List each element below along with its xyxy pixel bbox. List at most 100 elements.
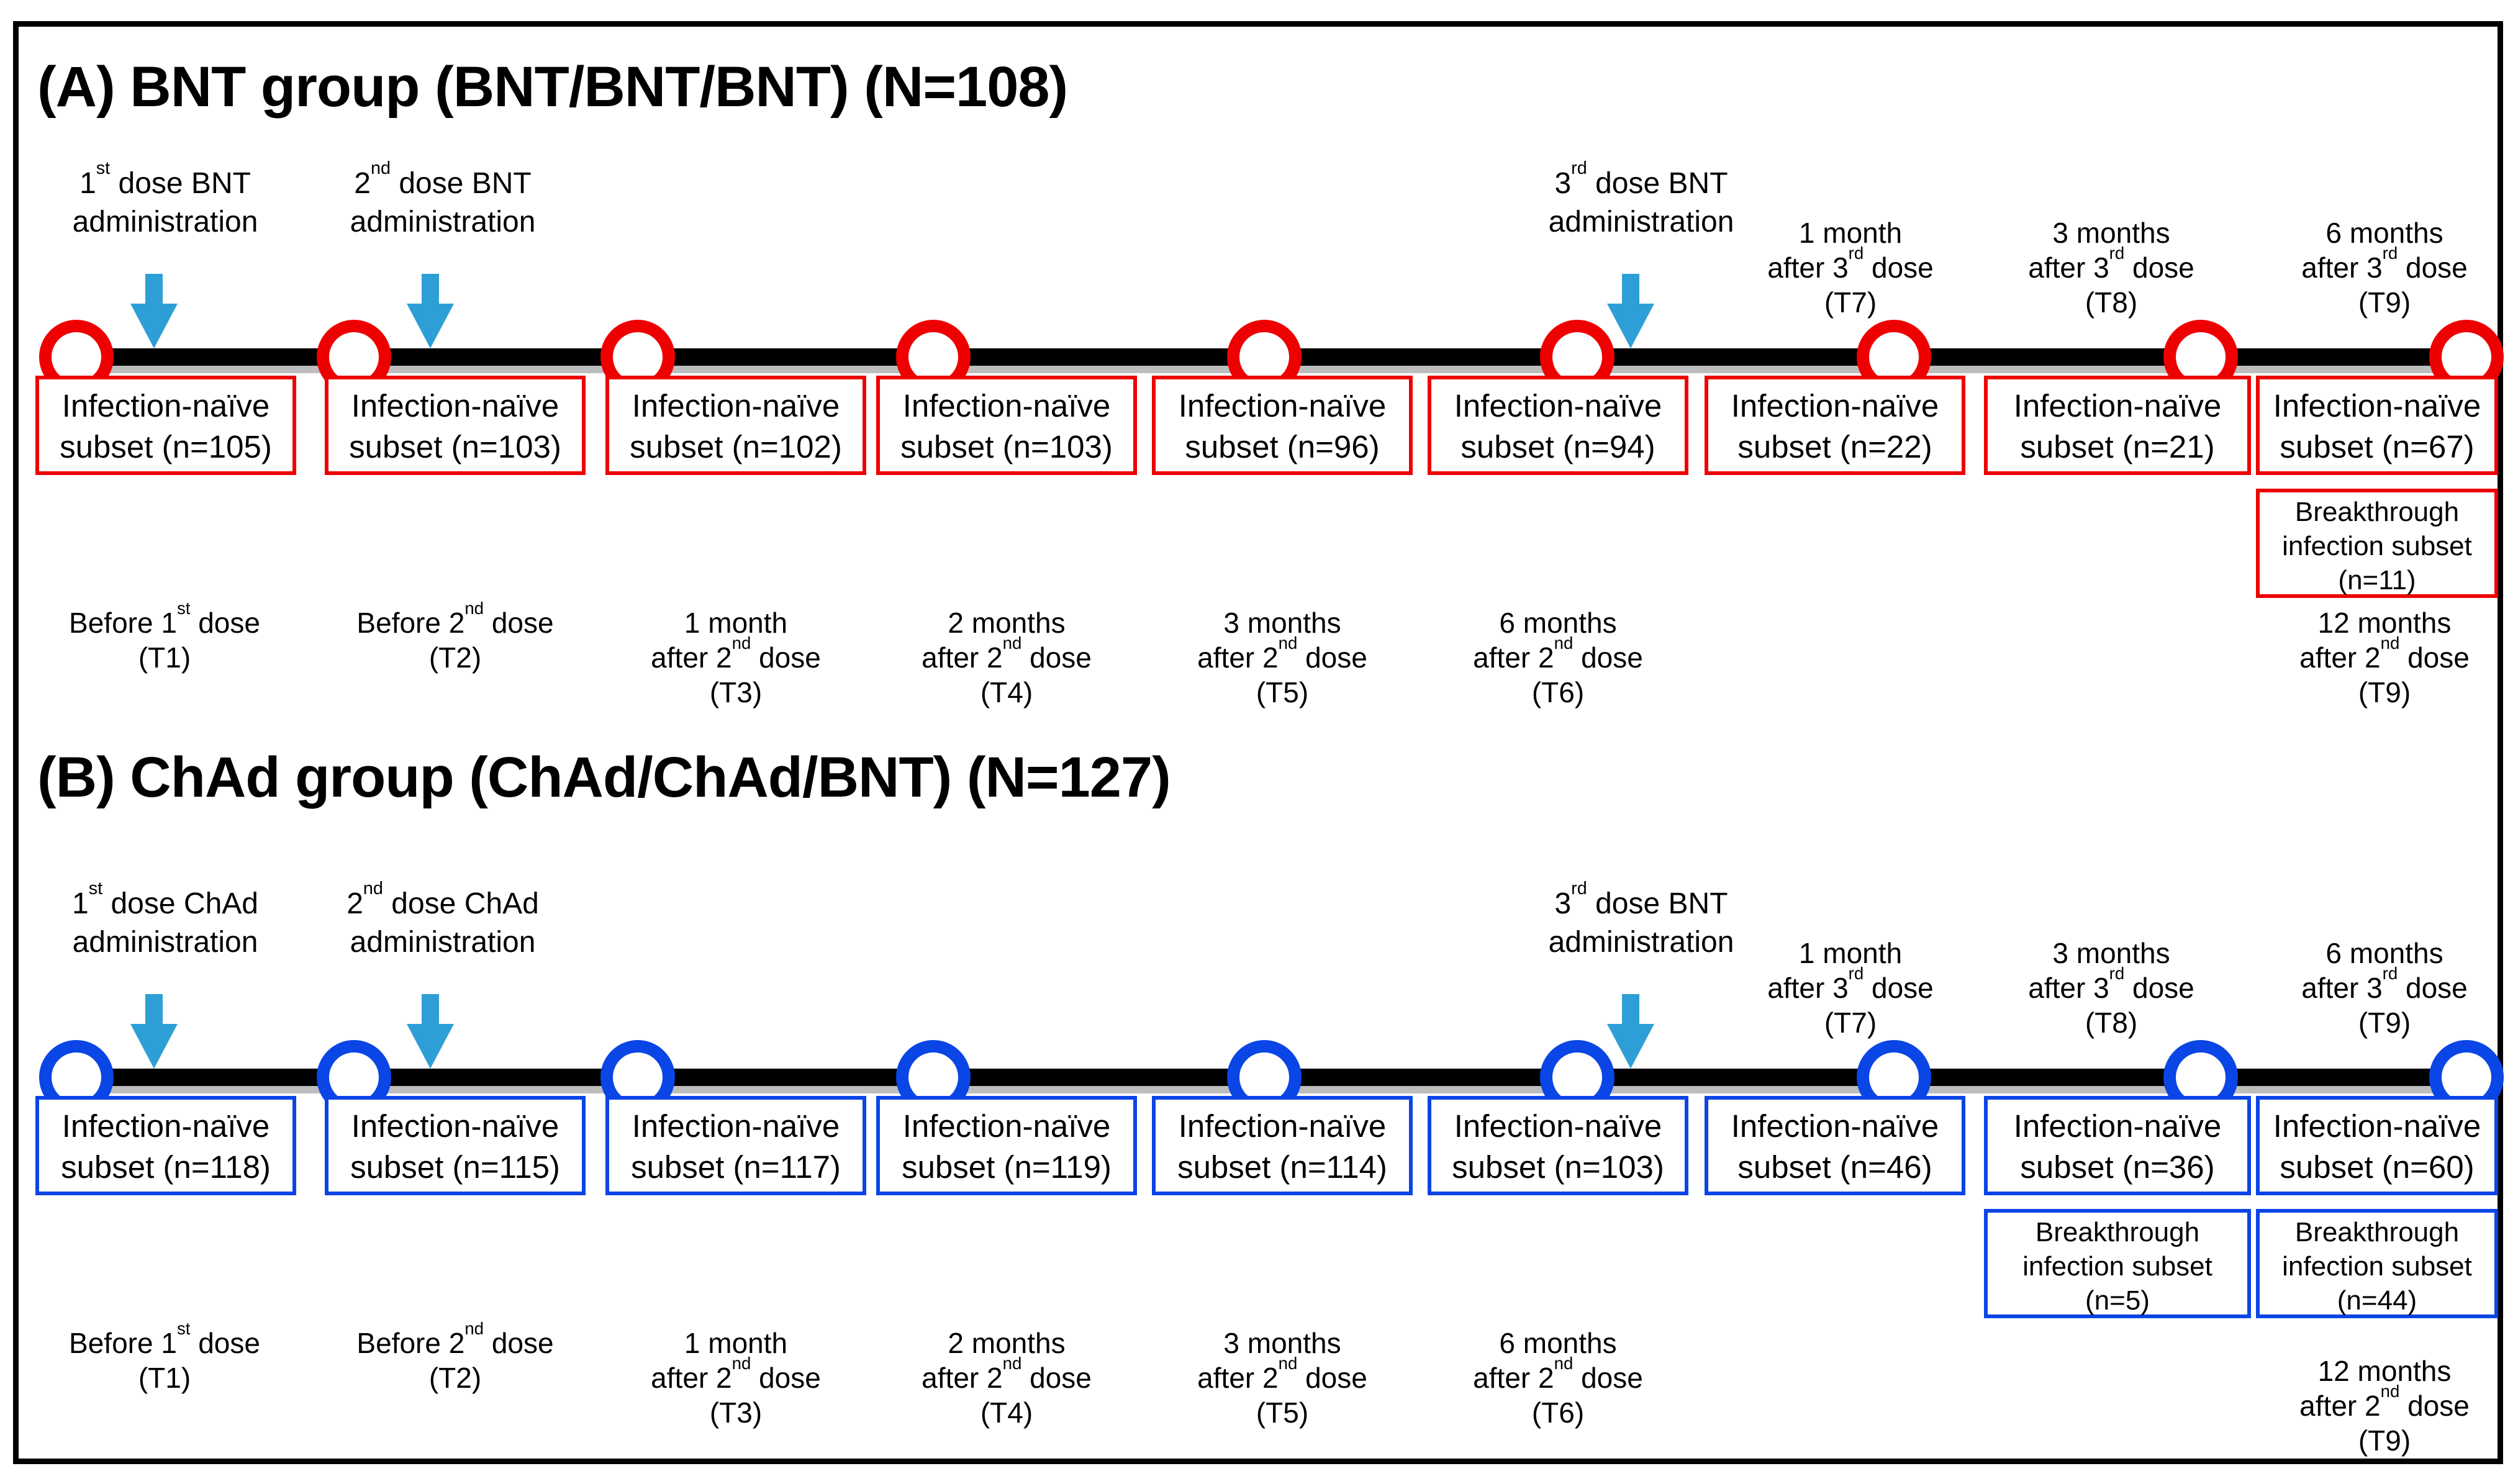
text-line: after 3rd dose: [2301, 243, 2468, 284]
text-line: after 3rd dose: [2028, 963, 2194, 1004]
text-line: after 2nd dose: [651, 633, 821, 674]
text-line: 1 month: [684, 607, 788, 639]
text-line: (T9): [2358, 1424, 2411, 1457]
text-line: (T8): [2085, 1007, 2138, 1039]
text-line: Infection-naïve: [2273, 388, 2481, 423]
text-line: after 2nd dose: [922, 1353, 1092, 1394]
text-line: (T9): [2358, 1007, 2411, 1039]
text-line: after 2nd dose: [1197, 1353, 1367, 1394]
infection-naive-box: Infection-naïve subset (n=114): [1152, 1096, 1413, 1195]
arrow-shaft: [422, 994, 439, 1026]
text-line: administration: [350, 926, 536, 959]
text-line: 3 months: [1223, 1327, 1341, 1359]
text-line: 12 months: [2317, 607, 2452, 639]
text-line: Infection-naïve: [2013, 388, 2222, 423]
text-line: subset (n=103): [349, 429, 561, 464]
text-line: infection subset: [2282, 1251, 2472, 1282]
text-line: 6 months: [2326, 217, 2443, 249]
text-line: infection subset: [2022, 1251, 2212, 1282]
text-line: 6 months: [1499, 607, 1617, 639]
text-line: 3 months: [1223, 607, 1341, 639]
text-line: Breakthrough: [2294, 1217, 2460, 1247]
text-line: 3 months: [2052, 217, 2170, 249]
text-line: 6 months: [2326, 937, 2443, 969]
text-line: (T1): [138, 1362, 191, 1394]
text-line: 1 month: [684, 1327, 788, 1359]
text-line: 1st dose BNT: [79, 158, 251, 200]
text-line: Before 2nd dose: [356, 1318, 554, 1359]
text-line: 2nd dose ChAd: [346, 878, 539, 920]
text-line: Infection-naïve: [1454, 1108, 1662, 1144]
panel-title: (A) BNT group (BNT/BNT/BNT) (N=108): [37, 55, 1068, 119]
panel-bnt-group: (A) BNT group (BNT/BNT/BNT) (N=108) 1st d…: [0, 0, 2518, 720]
text-line: subset (n=103): [1452, 1149, 1664, 1185]
text-line: subset (n=67): [2280, 429, 2475, 464]
infection-naive-box: Infection-naïve subset (n=67): [2256, 376, 2498, 475]
arrow-head: [1607, 304, 1654, 348]
breakthrough-infection-box: Breakthrough infection subset(n=44): [2256, 1209, 2498, 1318]
text-line: 1st dose ChAd: [72, 878, 258, 920]
infection-naive-box: Infection-naïve subset (n=103): [1428, 1096, 1688, 1195]
text-line: subset (n=96): [1185, 429, 1380, 464]
text-line: Infection-naïve: [632, 1108, 840, 1144]
text-line: subset (n=103): [900, 429, 1113, 464]
text-line: after 2nd dose: [2299, 633, 2470, 674]
text-line: (n=5): [2085, 1285, 2150, 1316]
text-line: (T5): [1256, 1396, 1309, 1429]
text-line: Infection-naïve: [351, 1108, 559, 1144]
text-line: Infection-naïve: [1178, 1108, 1387, 1144]
text-line: (T6): [1531, 676, 1585, 708]
text-line: subset (n=114): [1177, 1149, 1387, 1185]
text-line: 2nd dose BNT: [354, 158, 532, 200]
text-line: Before 1st dose: [69, 1318, 260, 1359]
text-line: (T4): [980, 1396, 1033, 1429]
arrow-head: [1607, 1024, 1654, 1069]
text-line: 3rd dose BNT: [1554, 158, 1728, 200]
text-line: after 2nd dose: [651, 1353, 821, 1394]
text-line: (T9): [2358, 676, 2411, 708]
text-line: after 3rd dose: [2028, 243, 2194, 284]
text-line: Infection-naïve: [2013, 1108, 2222, 1144]
text-line: (T3): [709, 676, 763, 708]
dose-annotation: 2nd dose ChAd administration: [346, 878, 539, 962]
text-line: (T7): [1824, 286, 1877, 319]
text-line: (n=44): [2337, 1285, 2417, 1316]
text-line: subset (n=46): [1737, 1149, 1932, 1185]
text-line: subset (n=94): [1461, 429, 1655, 464]
text-line: Infection-naïve: [1731, 388, 1939, 423]
timepoint-label-below: Before 1st dose(T1): [69, 1318, 260, 1395]
text-line: Before 2nd dose: [356, 598, 554, 639]
arrow-shaft: [145, 994, 163, 1026]
text-line: Infection-naïve: [61, 388, 270, 423]
text-line: (T6): [1531, 1396, 1585, 1429]
arrow-shaft: [1622, 274, 1639, 306]
text-line: after 3rd dose: [1767, 963, 1934, 1004]
dose-arrow-icon: [1607, 274, 1654, 348]
text-line: subset (n=36): [2020, 1149, 2215, 1185]
arrow-head: [130, 304, 178, 348]
